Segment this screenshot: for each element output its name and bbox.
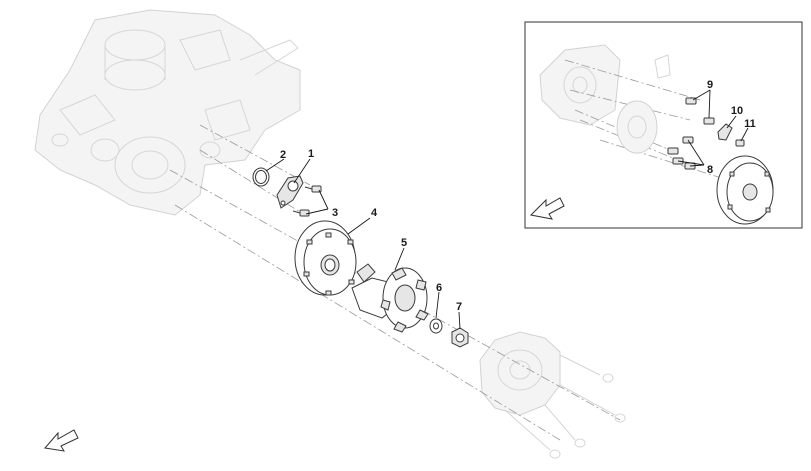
inset-rotor (716, 155, 774, 225)
callout-6: 6 (436, 282, 442, 294)
callout-2: 2 (280, 149, 286, 161)
callout-10: 10 (731, 105, 743, 117)
direction-arrow-icon (44, 429, 79, 452)
callout-7: 7 (456, 301, 462, 313)
cover-ghost (479, 331, 626, 459)
inset-engine-ghost (539, 44, 671, 126)
callout-8: 8 (707, 164, 713, 176)
callout-4: 4 (371, 207, 378, 219)
callout-5: 5 (401, 237, 407, 249)
part-4-rotor (294, 220, 357, 296)
inset-direction-arrow-icon (529, 197, 565, 220)
inset-screw-11 (735, 139, 745, 147)
part-1-sensor (276, 175, 304, 209)
inset-clip-10 (717, 123, 733, 141)
engine-block-ghost (34, 9, 301, 216)
main-callouts: 2 1 3 4 5 6 7 (265, 148, 462, 330)
part-6-washer (429, 318, 443, 334)
part-5-stator (351, 263, 429, 333)
callout-1: 1 (308, 148, 314, 160)
part-7-nut (451, 327, 469, 348)
inset-stator-ghost (616, 100, 658, 154)
inset-bolts-8 (667, 136, 696, 170)
callout-9: 9 (707, 79, 713, 91)
detail-inset: 9 10 11 8 (524, 21, 803, 229)
part-2-o-ring (252, 167, 270, 187)
callout-3: 3 (332, 207, 338, 219)
inset-callouts: 9 10 11 8 (677, 79, 756, 176)
callout-11: 11 (744, 118, 756, 130)
